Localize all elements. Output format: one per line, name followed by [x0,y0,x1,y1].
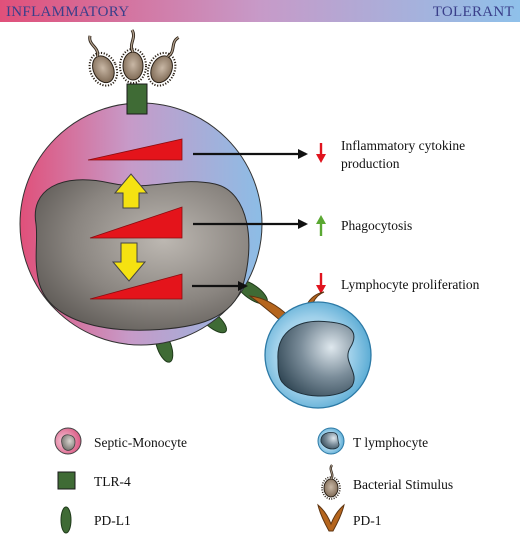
effect-cytokine: Inflammatory cytokine production [316,138,465,171]
phagocytosis-wedge [89,206,183,239]
bacterium-icon [119,29,147,84]
bacterium-icon [146,36,180,87]
down-yellow-arrow [111,242,147,282]
legend-label: PD-L1 [94,513,131,528]
legend-label: Septic-Monocyte [94,435,187,450]
effect-label-line: production [341,156,400,171]
effect-label-line: Phagocytosis [341,218,412,233]
t-lymphocyte-cell [264,301,372,409]
legend: Septic-Monocyte T lymphocyte TLR-4 Bacte… [54,427,453,534]
tlr4-icon [126,83,148,115]
gradient-bar-fill [0,0,520,22]
lymphocyte-nucleus [277,320,355,397]
gradient-bar: INFLAMMATORY TOLERANT [0,0,520,22]
monocyte-nucleus [34,179,250,331]
tolerant-label: TOLERANT [433,4,514,20]
legend-label: PD-1 [353,513,382,528]
legend-label: Bacterial Stimulus [353,477,453,492]
cytokine-wedge [87,138,183,161]
pd1-icon [317,503,345,532]
bacterial-stimulus-group [88,29,180,87]
legend-label: TLR-4 [94,474,131,489]
effect-phagocytosis: Phagocytosis [316,215,412,236]
t-lymphocyte-icon [317,427,345,455]
inflammatory-label: INFLAMMATORY [6,4,129,20]
effect-label-line: Lymphocyte proliferation [341,277,480,292]
up-yellow-arrow [113,173,149,209]
bacterium-icon [321,464,341,500]
legend-label: T lymphocyte [353,435,428,450]
down-red-arrow-head [316,154,326,163]
bacterium-icon [88,35,119,87]
septic-monocyte-icon [54,427,82,455]
down-red-arrow-head [316,285,326,294]
effect-proliferation: Lymphocyte proliferation [316,273,480,294]
up-green-arrow-head [316,215,326,224]
tlr4-icon [57,471,76,490]
proliferation-wedge [89,273,183,300]
pdl1-icon [60,506,72,534]
effect-label-line: Inflammatory cytokine [341,138,465,153]
